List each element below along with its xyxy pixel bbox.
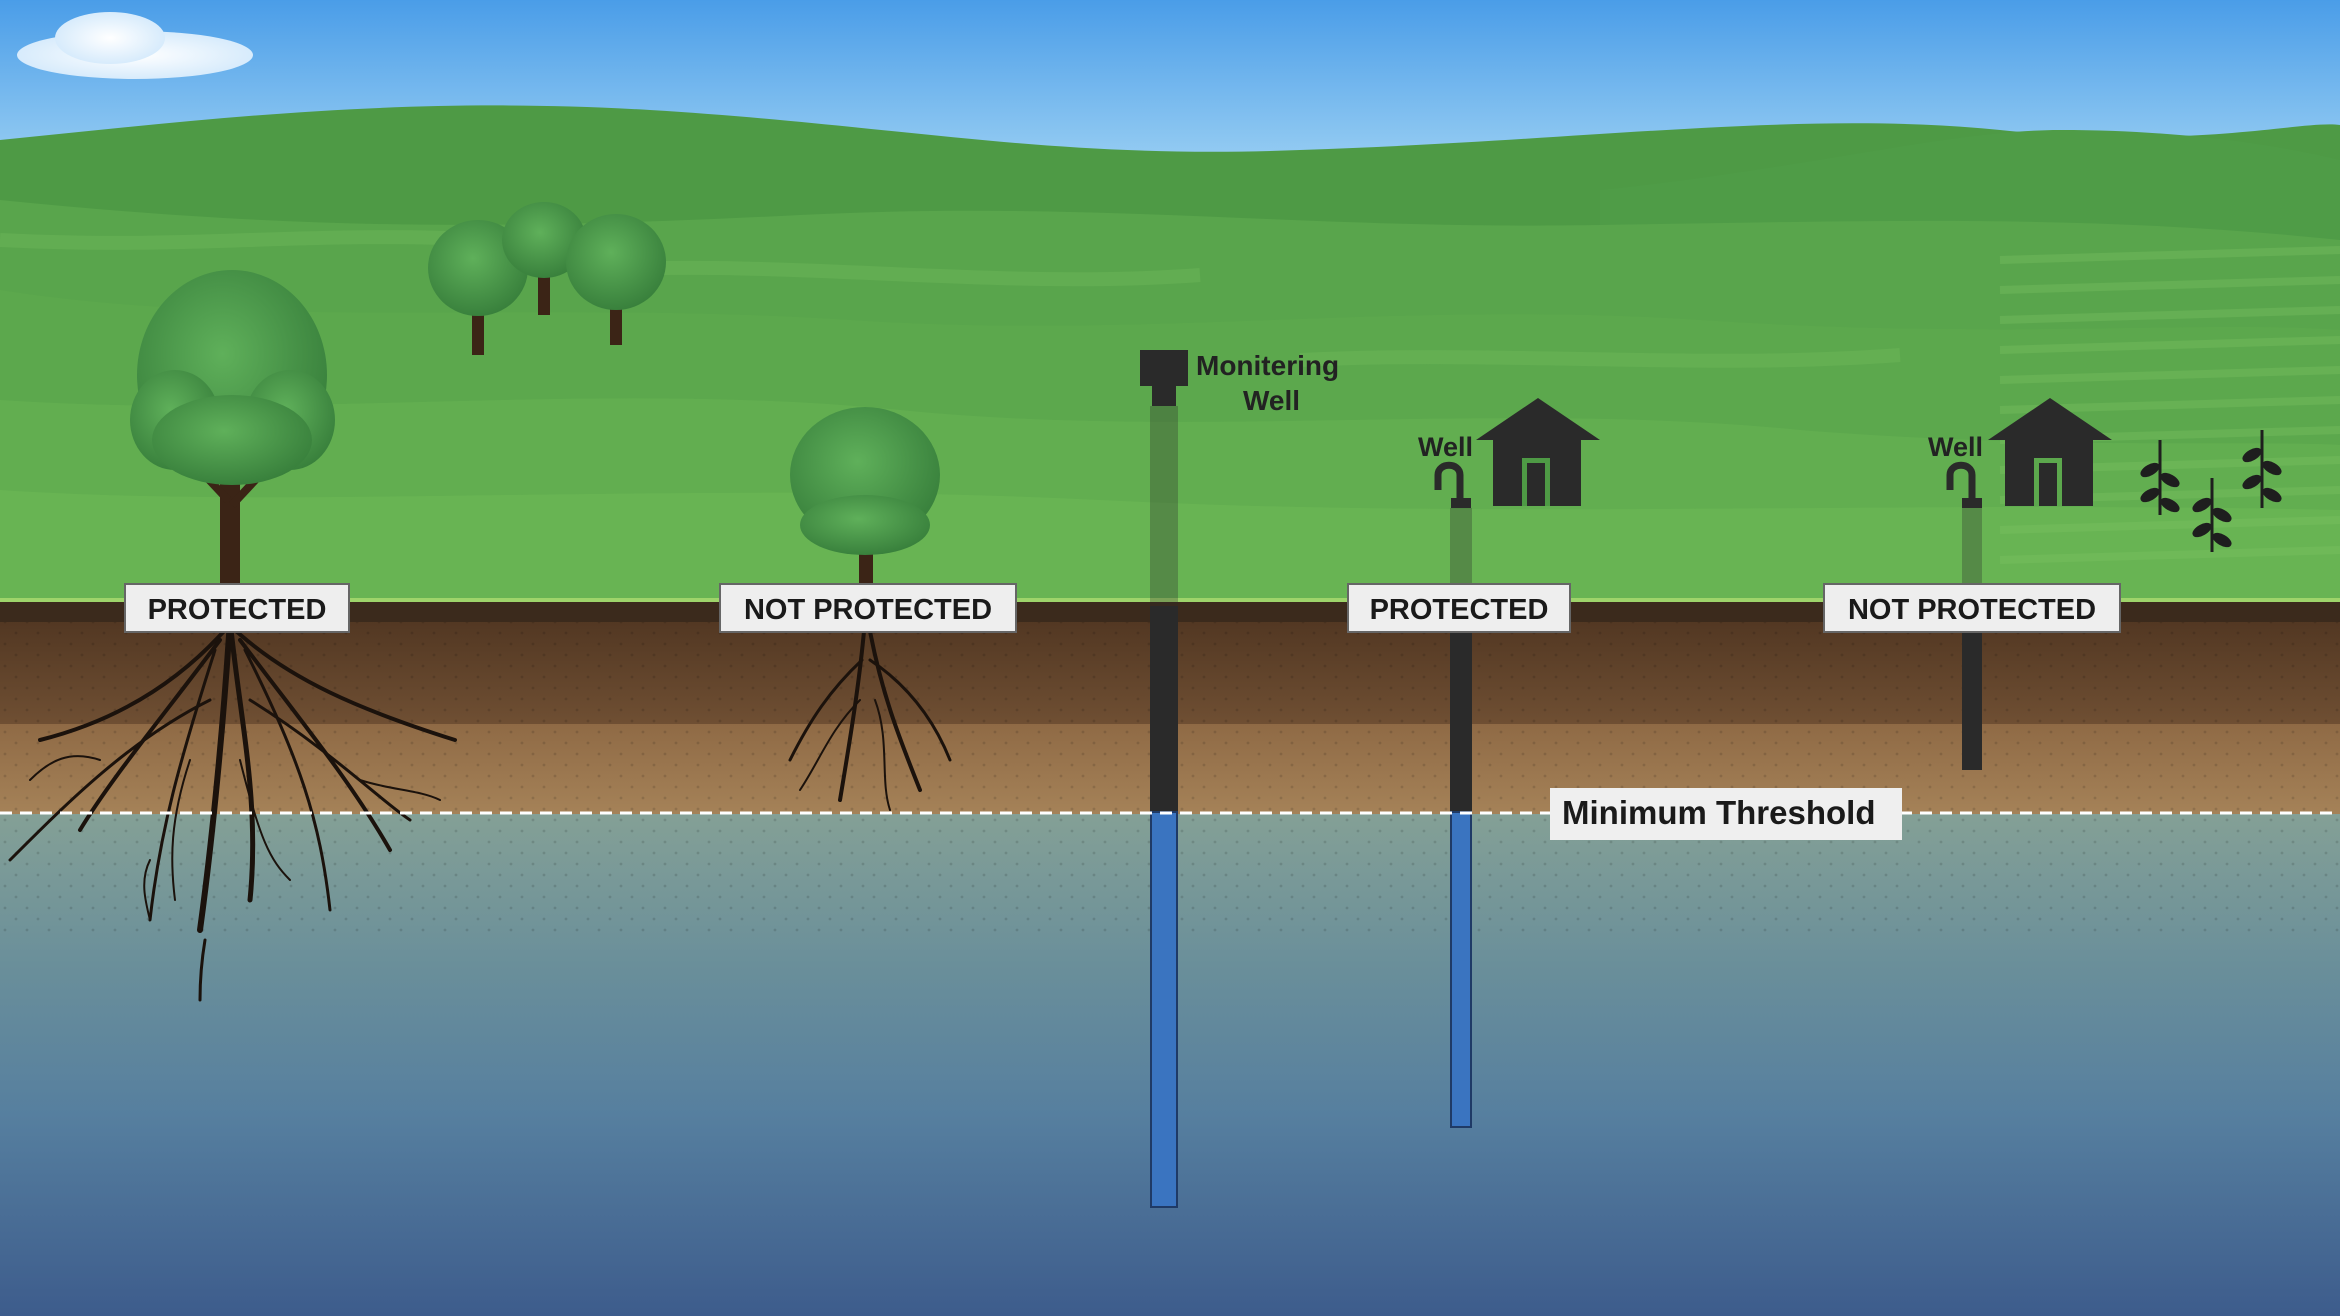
status-label: NOT PROTECTED <box>1848 594 2096 626</box>
tree-icon <box>566 214 666 345</box>
roots-icon <box>788 618 952 811</box>
crop-plant-icon <box>2242 430 2282 508</box>
monitoring-well <box>1140 350 1188 1208</box>
monitoring-well-label-line2: Well <box>1243 385 1300 416</box>
well-faucet-icon <box>1434 461 1464 502</box>
status-label: NOT PROTECTED <box>744 594 992 626</box>
farm-well <box>1946 461 1982 770</box>
domestic-well-water <box>1450 811 1472 1128</box>
well-faucet-icon <box>1946 461 1976 502</box>
house-icon <box>1988 398 2112 506</box>
status-badge-well-deep: PROTECTED <box>1347 583 1571 633</box>
monitoring-well-cap-icon <box>1140 350 1188 386</box>
status-badge-tree-large: PROTECTED <box>124 583 350 633</box>
status-badge-well-shallow: NOT PROTECTED <box>1823 583 2121 633</box>
status-label: PROTECTED <box>148 594 327 626</box>
domestic-well-label: Well <box>1418 432 1473 462</box>
monitoring-well-water <box>1150 811 1178 1208</box>
domestic-well <box>1434 461 1472 1128</box>
cloud-icon <box>17 12 253 79</box>
status-badge-tree-small: NOT PROTECTED <box>719 583 1017 633</box>
tree-icon <box>502 202 586 315</box>
farm-well-label: Well <box>1928 432 1983 462</box>
threshold-label: Minimum Threshold <box>1562 794 1876 831</box>
crop-plant-icon <box>2192 478 2232 552</box>
status-label: PROTECTED <box>1370 594 1549 626</box>
tree-icon <box>130 270 335 485</box>
tree-icon <box>790 407 940 555</box>
roots-icon <box>8 617 457 1002</box>
house-icon <box>1476 398 1600 506</box>
crop-plant-icon <box>2140 440 2180 515</box>
monitoring-well-label: Monitering <box>1196 350 1339 381</box>
